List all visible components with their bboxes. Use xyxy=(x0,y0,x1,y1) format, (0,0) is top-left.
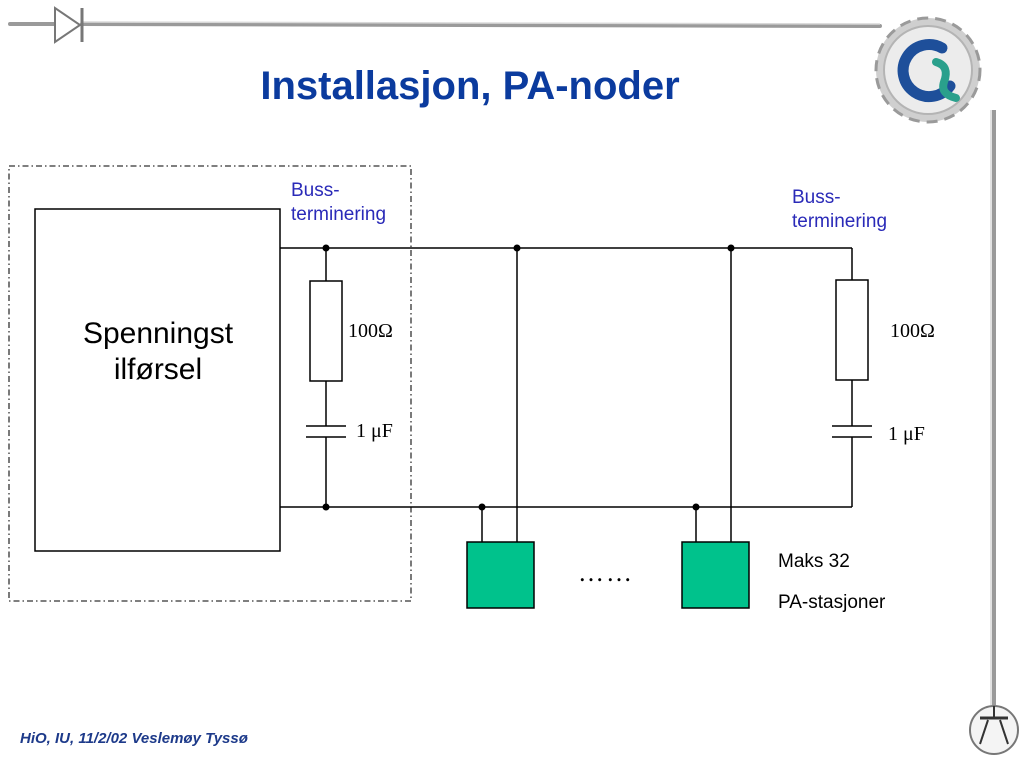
termination-right xyxy=(832,248,872,507)
diode-icon xyxy=(54,6,84,44)
termination-right-label: Buss- terminering xyxy=(792,186,887,234)
gear-logo-icon xyxy=(874,16,982,124)
resistor-right-value: 100Ω xyxy=(890,320,935,342)
resistor-left-value: 100Ω xyxy=(348,320,393,342)
power-supply-label-line1: Spenningst xyxy=(82,317,234,350)
power-supply-label-line2: ilførsel xyxy=(113,353,203,386)
resistor-left xyxy=(309,280,343,382)
resistor-right xyxy=(835,279,869,381)
junction-dots xyxy=(322,244,735,511)
termination-left-label: Buss- terminering xyxy=(291,179,386,227)
capacitor-right-value: 1 μF xyxy=(888,423,925,445)
slide-title: Installasjon, PA-noder xyxy=(260,64,680,108)
top-frame-line-highlight xyxy=(81,21,881,25)
pa-station-1 xyxy=(466,541,535,609)
station-wires xyxy=(481,248,732,542)
capacitor-left-value: 1 μF xyxy=(356,420,393,442)
max-stations-line2: PA-stasjoner xyxy=(778,592,886,613)
power-supply-label: Spenningst ilførsel xyxy=(36,316,280,388)
power-supply-box xyxy=(34,208,281,552)
slide-footer: HiO, IU, 11/2/02 Veslemøy Tyssø xyxy=(20,730,248,747)
termination-left-label-line2: terminering xyxy=(291,204,387,225)
termination-left-label-line1: Buss- xyxy=(291,180,340,201)
stations-ellipsis: …… xyxy=(578,558,634,587)
pa-station-2 xyxy=(681,541,750,609)
termination-right-label-line1: Buss- xyxy=(792,187,841,208)
termination-right-label-line2: terminering xyxy=(792,211,888,232)
top-frame-line xyxy=(8,22,882,28)
transistor-icon xyxy=(969,705,1019,755)
max-stations-line1: Maks 32 xyxy=(778,551,850,572)
termination-left xyxy=(306,248,346,507)
